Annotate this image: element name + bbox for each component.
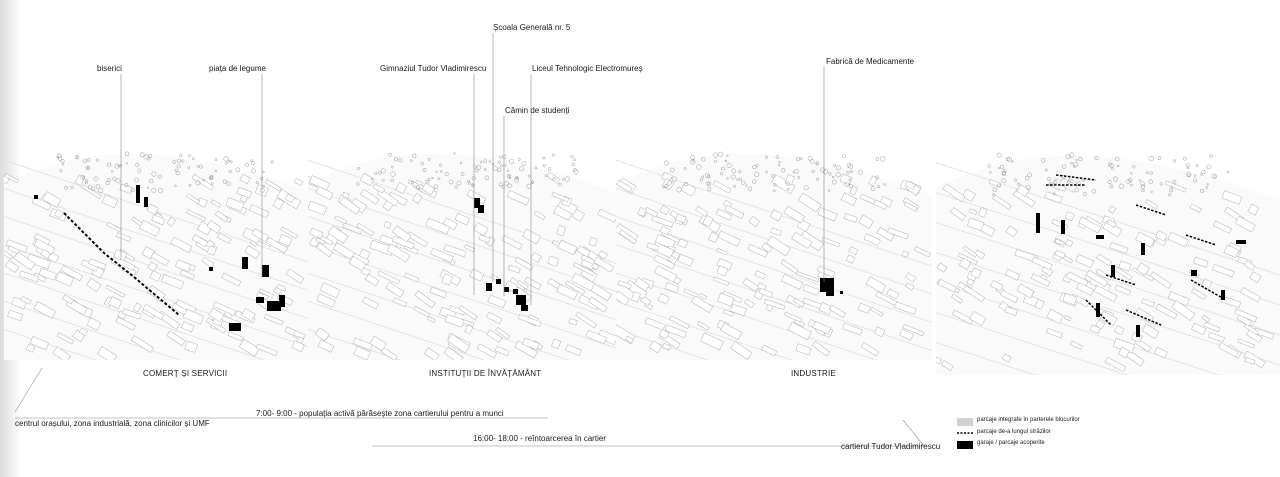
label-scoala-generala: Școala Generală nr. 5 bbox=[493, 23, 571, 32]
label-fabrica-de-medicamente: Fabrică de Medicamente bbox=[826, 57, 915, 66]
legend-swatch-integrated bbox=[957, 418, 973, 426]
label-gimnaziul: Gimnaziul Tudor Vladimirescu bbox=[380, 64, 487, 73]
timeline-evening: 16:00- 18:00 - reîntoarcerea în cartier bbox=[473, 434, 606, 443]
title-comert: COMERȚ ȘI SERVICII bbox=[143, 369, 228, 378]
label-piata-de-legume: piața de legume bbox=[209, 64, 266, 73]
map-parking bbox=[936, 152, 1280, 375]
legend-label-street: parcaje de-a lungul străzilor bbox=[977, 429, 1051, 435]
timeline-origin: centrul orașului, zona industrială, zona… bbox=[15, 419, 210, 428]
label-liceul-tehnologic: Liceul Tehnologic Electromureș bbox=[532, 64, 643, 73]
legend-swatch-garage bbox=[957, 441, 973, 449]
timeline-destination: cartierul Tudor Vladimirescu bbox=[841, 442, 941, 451]
legend-swatch-street bbox=[957, 432, 973, 434]
legend-label-integrated: parcaje integrate în parterele blocurilo… bbox=[977, 417, 1080, 423]
legend-label-garage: garaje / parcaje acoperite bbox=[977, 440, 1045, 446]
map-industry bbox=[616, 151, 932, 360]
title-institutii: INSTITUȚII DE ÎNVĂȚĂMÂNT bbox=[429, 369, 542, 378]
label-camin-de-studenti: Cămin de studenți bbox=[505, 106, 570, 115]
map-commerce-services bbox=[4, 151, 320, 360]
timeline-morning: 7:00- 9:00 - populația activă părăsește … bbox=[256, 409, 504, 418]
title-industrie: INDUSTRIE bbox=[791, 369, 836, 378]
label-biserici: biserici bbox=[97, 64, 122, 73]
map-education-institutions bbox=[308, 152, 624, 360]
